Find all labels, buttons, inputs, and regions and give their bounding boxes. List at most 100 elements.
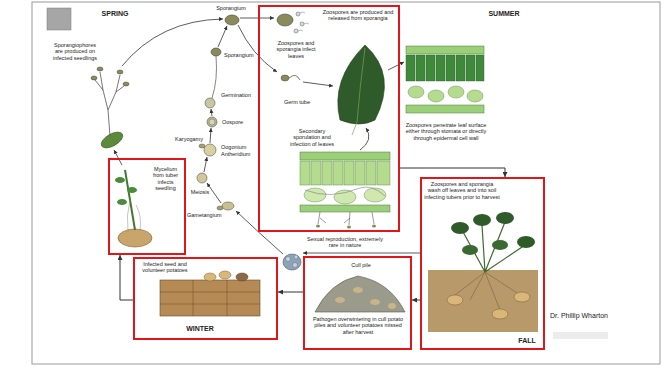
oospore-figures bbox=[204, 144, 216, 156]
seedling-figure bbox=[115, 177, 125, 183]
potato-plant-fall bbox=[514, 292, 530, 302]
oospore-figures bbox=[197, 173, 207, 183]
seedling-figure bbox=[127, 200, 140, 232]
potato-plant-fall bbox=[428, 212, 538, 332]
seedling-figure bbox=[115, 170, 152, 247]
seed-crate-figure bbox=[236, 273, 248, 281]
leaf-cross-section-infected bbox=[347, 226, 351, 229]
leaf-cross-section-right bbox=[456, 55, 465, 81]
oospore-figures bbox=[199, 144, 205, 148]
stage-label: Antheridium bbox=[221, 151, 255, 157]
oospore-figures bbox=[207, 117, 217, 127]
stage-label: Meiosis bbox=[188, 189, 212, 195]
zoospore-release-figure bbox=[296, 12, 300, 16]
leaf-cross-section-infected bbox=[334, 190, 356, 204]
cycle-arrows bbox=[303, 82, 333, 86]
cycle-arrow bbox=[400, 168, 505, 177]
germ-tube-figure bbox=[281, 75, 300, 81]
leaf-cross-section-right bbox=[406, 55, 415, 81]
potato-leaf bbox=[338, 45, 385, 124]
potato-plant-fall bbox=[462, 222, 525, 272]
stage-region: Cull pilePathogen overwintering in cull … bbox=[303, 256, 412, 350]
oospore-figures bbox=[197, 56, 234, 210]
stage-text: Zoospores are produced and released from… bbox=[320, 9, 396, 22]
oospore-figures bbox=[205, 98, 215, 108]
leaf-cross-section-infected bbox=[344, 161, 354, 185]
sporangiophore-figure bbox=[97, 67, 103, 71]
oospore-pile bbox=[283, 254, 301, 270]
seedling-figure bbox=[117, 199, 127, 205]
sporangiophore-figure bbox=[95, 72, 124, 136]
zoospore-release-figure bbox=[277, 14, 293, 26]
leaf-cross-section-right bbox=[446, 55, 455, 81]
slide-frame bbox=[32, 2, 660, 364]
cycle-arrows bbox=[204, 157, 207, 172]
cull-pile-figure bbox=[315, 276, 405, 312]
leaf-cross-section-right bbox=[406, 46, 484, 54]
stage-label: SUMMER bbox=[485, 10, 523, 18]
oospore-pile bbox=[293, 263, 298, 268]
cycle-arrow bbox=[120, 255, 133, 300]
cycle-arrows bbox=[114, 18, 420, 254]
oospore-figures bbox=[212, 56, 217, 98]
oospore-pile bbox=[283, 254, 301, 270]
cycle-arrows bbox=[240, 18, 274, 19]
zoospore-release-figure bbox=[294, 29, 298, 33]
stage-label: Dr. Phillip Wharton bbox=[550, 312, 640, 320]
cull-pile-figure bbox=[353, 287, 363, 293]
leaf-cross-section-right bbox=[448, 86, 464, 98]
stage-label: Sporangiophores are produced on infected… bbox=[50, 42, 100, 61]
germ-tube-figure bbox=[289, 75, 300, 80]
stage-text: Mycelium from tuber infects seedling bbox=[148, 166, 183, 191]
slide-frame bbox=[32, 2, 660, 364]
leaf-cross-section-infected bbox=[300, 152, 390, 229]
sporangiophore-figure bbox=[99, 129, 126, 151]
leaf-cross-section-infected bbox=[364, 188, 386, 202]
stage-text: Zoospores and sporangia wash off leaves … bbox=[424, 181, 500, 200]
stage-region: Infected seed and volunteer potatoesWINT… bbox=[133, 257, 278, 340]
sporangium-figure bbox=[211, 48, 221, 56]
potato-plant-fall bbox=[492, 309, 508, 319]
potato-plant-fall bbox=[473, 214, 491, 226]
cycle-arrow bbox=[412, 300, 420, 301]
leaf-cross-section-infected bbox=[316, 225, 320, 228]
seed-crate-figure bbox=[204, 273, 216, 281]
potato-plant-fall bbox=[451, 222, 469, 234]
stage-label: Germination bbox=[221, 92, 255, 98]
stage-label: Sexual reproduction, extremely rare in n… bbox=[306, 236, 384, 249]
cull-pile-figure bbox=[315, 276, 405, 312]
stage-text: Pathogen overwintering in cull potato pi… bbox=[308, 316, 408, 335]
leaf-cross-section-right bbox=[408, 86, 424, 98]
cull-pile-figure bbox=[388, 303, 396, 309]
stage-text: WINTER bbox=[183, 325, 217, 333]
slide-frame bbox=[47, 8, 71, 30]
stage-text: Zoospores and sporangia infect leaves bbox=[272, 40, 320, 59]
leaf-cross-section-infected bbox=[318, 212, 374, 225]
leaf-cross-section-right bbox=[476, 55, 484, 81]
potato-plant-fall bbox=[455, 272, 520, 310]
sporangium-figure bbox=[225, 15, 239, 25]
seedling-figure bbox=[127, 187, 137, 193]
sporangiophore-figure bbox=[117, 70, 123, 74]
stage-label: Oogonium bbox=[221, 144, 251, 150]
germ-tube-figure bbox=[281, 75, 289, 81]
leaf-cross-section-infected bbox=[322, 161, 332, 185]
oospore-figures bbox=[222, 202, 234, 210]
cycle-arrows bbox=[388, 62, 404, 70]
sporangiophore-figure bbox=[91, 76, 97, 80]
cycle-arrows bbox=[303, 253, 420, 254]
stage-label: Sporangium bbox=[214, 5, 248, 11]
cull-pile-figure bbox=[335, 297, 345, 303]
potato-plant-fall bbox=[428, 270, 538, 332]
leaf-cross-section-infected bbox=[305, 187, 385, 196]
leaf-cross-section-right bbox=[406, 46, 484, 113]
stage-region: Zoospores are produced and released from… bbox=[258, 5, 400, 232]
zoospore-release-figure bbox=[298, 12, 309, 31]
potato-plant-fall bbox=[517, 236, 535, 248]
oospore-pile bbox=[286, 257, 291, 262]
stage-text: Cull pile bbox=[343, 262, 379, 268]
stage-label: Zoospores penetrate leaf surface either … bbox=[404, 122, 488, 141]
